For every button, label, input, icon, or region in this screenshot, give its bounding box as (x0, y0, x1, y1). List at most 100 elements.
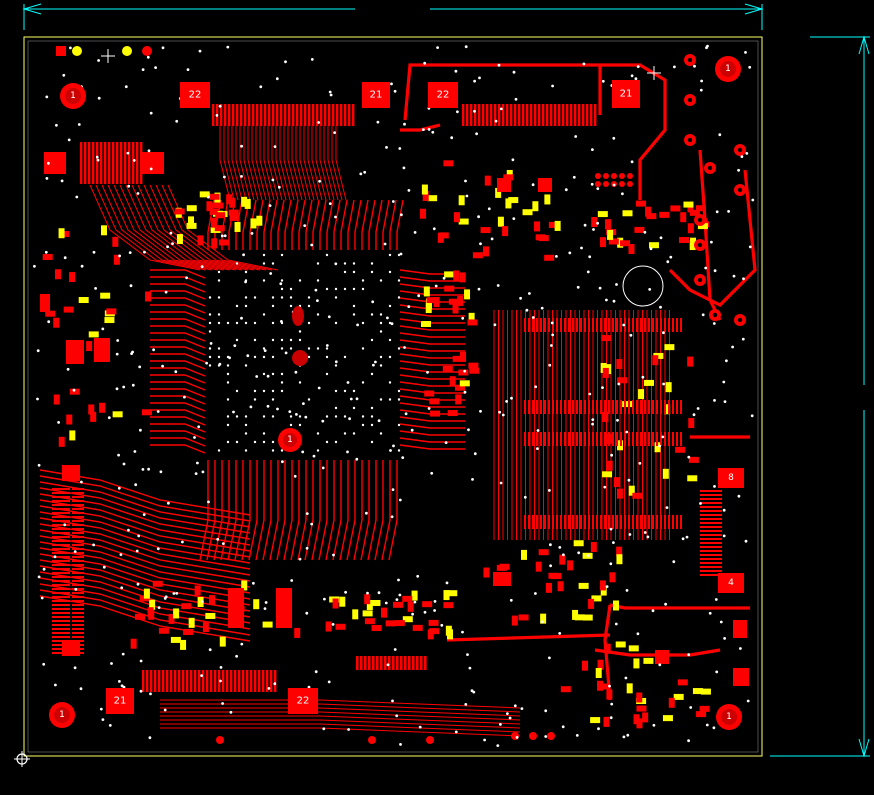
smd-pad[interactable] (332, 598, 339, 609)
smd-pad[interactable] (113, 254, 120, 265)
smd-pad[interactable] (442, 365, 453, 372)
smd-pad[interactable] (597, 211, 608, 218)
smd-pad[interactable] (229, 197, 236, 208)
smd-pad[interactable] (411, 590, 418, 601)
connector-rows[interactable] (52, 104, 722, 692)
smd-pad[interactable] (325, 621, 332, 632)
smd-pad[interactable] (535, 561, 542, 572)
smd-pad[interactable] (54, 269, 61, 280)
smd-pad[interactable] (597, 659, 604, 670)
smd-pad[interactable] (447, 410, 458, 417)
smd-pad[interactable] (424, 390, 435, 397)
smd-pad[interactable] (209, 595, 216, 606)
smd-pad[interactable] (209, 208, 220, 215)
bottom-mid-connector[interactable] (356, 656, 427, 670)
smd-pad[interactable] (420, 208, 427, 219)
smd-pad[interactable] (636, 200, 647, 207)
smd-pad[interactable] (544, 194, 551, 205)
smd-pad[interactable] (197, 597, 204, 608)
smd-pad[interactable] (86, 341, 93, 352)
smd-pad[interactable] (548, 572, 559, 579)
smd-pad[interactable] (443, 160, 454, 167)
smd-pad[interactable] (545, 582, 552, 593)
smd-pad[interactable] (430, 410, 441, 417)
smd-pad[interactable] (469, 367, 480, 374)
smd-pad[interactable] (143, 588, 150, 599)
smd-pad[interactable] (402, 616, 413, 623)
smd-pad[interactable] (58, 228, 65, 239)
component-body[interactable] (228, 588, 244, 628)
left-upper-connector[interactable] (80, 142, 143, 184)
smd-pad[interactable] (632, 492, 643, 499)
smd-pad[interactable] (497, 216, 504, 227)
component-pads[interactable] (40, 54, 749, 744)
smd-pad[interactable] (228, 209, 239, 216)
smd-pad[interactable] (170, 636, 181, 643)
smd-pad[interactable] (335, 623, 346, 630)
smd-pad[interactable] (700, 688, 711, 695)
bottom-connector[interactable] (142, 670, 277, 692)
smd-pad[interactable] (628, 645, 639, 652)
smd-pad[interactable] (425, 303, 432, 314)
smd-pad[interactable] (444, 285, 455, 292)
smd-pad[interactable] (688, 456, 699, 463)
smd-pad[interactable] (219, 636, 226, 647)
smd-pad[interactable] (662, 715, 673, 722)
smd-pad[interactable] (394, 620, 405, 627)
mounting-holes[interactable]: 1 1 1 1 1 (49, 56, 742, 730)
smd-pad[interactable] (590, 541, 597, 552)
through-hole-pads[interactable] (216, 54, 746, 744)
right-edge-connector[interactable] (700, 490, 722, 576)
smd-pad[interactable] (633, 714, 640, 725)
smd-pad[interactable] (464, 289, 471, 300)
smd-pad[interactable] (215, 212, 226, 219)
smd-pad[interactable] (484, 175, 491, 186)
smd-pad[interactable] (687, 475, 698, 482)
smd-pad[interactable] (664, 404, 671, 415)
smd-pad[interactable] (559, 554, 566, 565)
smd-pad[interactable] (385, 620, 396, 627)
smd-pad[interactable] (495, 187, 502, 198)
smd-pad[interactable] (505, 198, 512, 209)
smd-pad[interactable] (606, 689, 613, 700)
smd-pad[interactable] (202, 622, 209, 633)
smd-pad[interactable] (557, 581, 564, 592)
smd-pad[interactable] (582, 660, 589, 671)
smd-pad[interactable] (626, 683, 633, 694)
smd-pad[interactable] (472, 252, 483, 259)
smd-pad[interactable] (45, 310, 56, 317)
component-body[interactable] (733, 620, 747, 638)
smd-pad[interactable] (173, 608, 180, 619)
smd-pad[interactable] (654, 442, 661, 453)
component-body[interactable] (493, 572, 511, 586)
smd-pad[interactable] (447, 629, 454, 640)
smd-pad[interactable] (538, 235, 549, 242)
smd-pad[interactable] (197, 235, 204, 246)
smd-pad[interactable] (518, 614, 529, 621)
component-body[interactable] (66, 340, 84, 364)
smd-pad[interactable] (427, 195, 438, 202)
smd-pad[interactable] (433, 297, 440, 308)
top-connector-right[interactable] (462, 104, 597, 126)
smd-pad[interactable] (668, 697, 675, 708)
smd-pad[interactable] (213, 202, 224, 209)
smd-pad[interactable] (574, 614, 585, 621)
component-body[interactable] (655, 650, 669, 664)
smd-pad[interactable] (458, 195, 465, 206)
smd-pad[interactable] (145, 291, 152, 302)
smd-pad[interactable] (646, 213, 657, 220)
smd-pad[interactable] (181, 603, 192, 610)
smd-pad[interactable] (697, 223, 708, 230)
smd-pad[interactable] (687, 223, 694, 234)
component-body[interactable] (538, 178, 552, 192)
smd-pad[interactable] (678, 236, 689, 243)
smd-pad[interactable] (534, 221, 541, 232)
smd-pad[interactable] (692, 688, 703, 695)
smd-pad[interactable] (229, 214, 240, 221)
smd-pad[interactable] (188, 216, 195, 227)
smd-pad[interactable] (78, 297, 89, 304)
smd-pad[interactable] (622, 401, 633, 408)
smd-pad[interactable] (158, 627, 169, 634)
smd-pad[interactable] (688, 418, 695, 429)
